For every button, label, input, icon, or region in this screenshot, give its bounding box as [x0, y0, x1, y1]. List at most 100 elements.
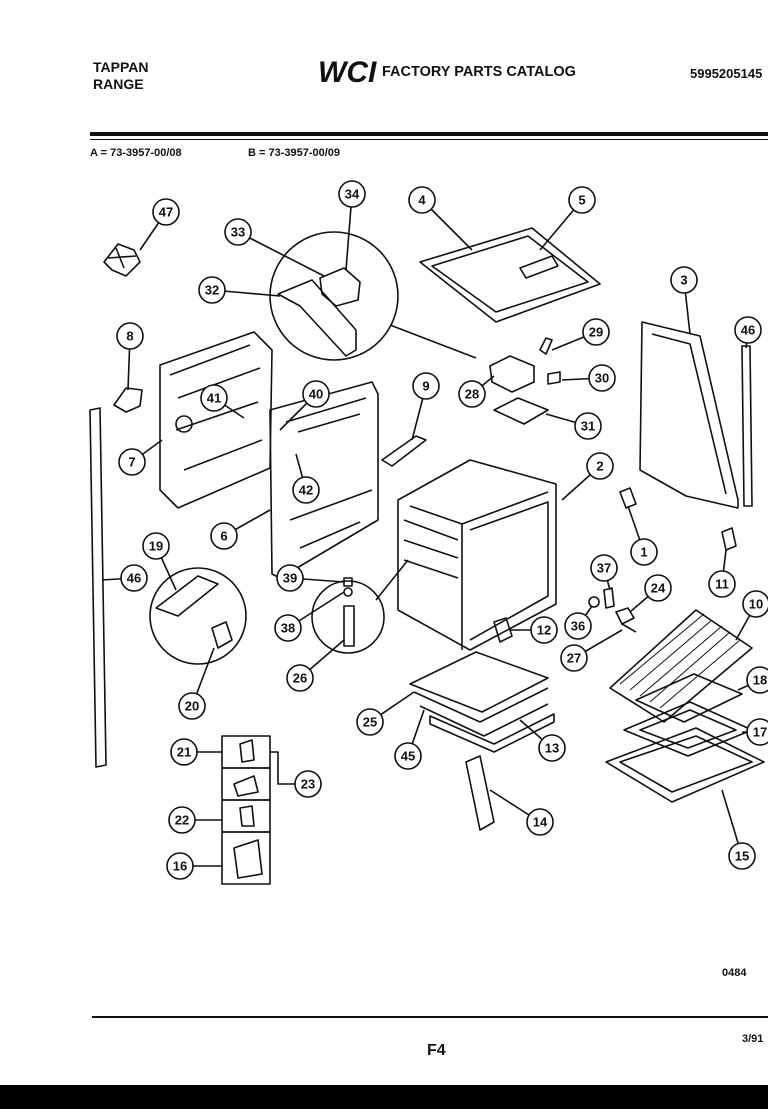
part-pin-29 [539, 337, 553, 355]
callout-bubble-20 [178, 692, 206, 720]
part-bracket-31 [493, 397, 549, 425]
callout-label-16: 16 [173, 859, 187, 874]
brand-line-1: TAPPAN [93, 59, 149, 75]
callout-bubble-4 [408, 186, 436, 214]
callout-bubble-5 [568, 186, 596, 214]
callout-bubble-30 [588, 364, 616, 392]
catalog-number: 5995205145 [690, 66, 763, 81]
part-trim-strip-46-left [89, 407, 107, 768]
callout-bubble-27 [560, 644, 588, 672]
page-number: F4 [427, 1042, 446, 1059]
model-a-label: A = 73-3957-00/08 [90, 147, 182, 159]
callout-label-18: 18 [753, 673, 767, 688]
callout-label-28: 28 [465, 387, 479, 402]
callout-label-15: 15 [735, 849, 749, 864]
part-door-3 [639, 321, 739, 509]
leader-detail-bottom [375, 559, 409, 601]
callout-label-32: 32 [205, 283, 219, 298]
callout-label-7: 7 [128, 455, 135, 470]
callout-bubble-23 [294, 770, 322, 798]
part-clip-30 [547, 371, 561, 385]
callout-bubble-24 [644, 574, 672, 602]
part-oven-body-2 [397, 459, 557, 651]
callout-label-46: 46 [127, 571, 141, 586]
detail-circle-top [269, 231, 399, 361]
callout-label-34: 34 [345, 187, 360, 202]
callout-label-4: 4 [418, 193, 426, 208]
callout-bubble-25 [356, 708, 384, 736]
callout-leader-33 [237, 231, 325, 277]
part-bracket-12 [493, 617, 513, 643]
callout-bubble-41 [200, 384, 228, 412]
callout-bubble-34 [338, 180, 366, 208]
wci-logo: WCI [318, 56, 377, 89]
scan-border-bottom [0, 1085, 768, 1109]
callout-label-38: 38 [281, 621, 295, 636]
callout-bubble-42 [292, 476, 320, 504]
part-rail-45 [419, 703, 549, 737]
callout-label-22: 22 [175, 813, 189, 828]
callout-bubble-28 [458, 380, 486, 408]
callout-label-33: 33 [231, 225, 245, 240]
callout-bubble-37 [590, 554, 618, 582]
callout-label-19: 19 [149, 539, 163, 554]
part-back-wall-6 [269, 381, 379, 579]
callout-bubble-15 [728, 842, 756, 870]
callout-bubble-14 [526, 808, 554, 836]
part-washer-36 [588, 596, 600, 608]
callout-bubble-17 [746, 718, 768, 746]
callout-bubble-11 [708, 570, 736, 598]
part-box-group [221, 735, 292, 885]
callout-bubble-13 [538, 734, 566, 762]
callout-label-8: 8 [126, 329, 133, 344]
callout-label-46: 46 [741, 323, 755, 338]
callout-label-26: 26 [293, 671, 307, 686]
revision-date: 3/91 [742, 1033, 764, 1045]
detail-circle-bottom [311, 580, 385, 654]
callout-label-39: 39 [283, 571, 297, 586]
callout-label-20: 20 [185, 699, 199, 714]
callout-label-31: 31 [581, 419, 595, 434]
parts-diagram-page: TAPPAN RANGE FACTORY PARTS CATALOG 59952… [0, 0, 768, 1085]
catalog-title: FACTORY PARTS CATALOG [382, 64, 576, 80]
part-valve-bracket-19 [155, 575, 219, 617]
part-wire-27 [621, 623, 637, 633]
brand-label: TAPPAN RANGE [93, 59, 148, 93]
part-nut-38 [343, 587, 353, 597]
callout-bubble-29 [582, 318, 610, 346]
footer-rule [92, 1016, 768, 1018]
callout-bubble-47 [152, 198, 180, 226]
callout-label-25: 25 [363, 715, 377, 730]
part-ignitor-26 [343, 605, 355, 647]
callout-bubble-9 [412, 372, 440, 400]
wci-logo-mark: WCI [318, 56, 377, 89]
part-bracket-47 [103, 243, 141, 277]
part-clip-39 [343, 577, 353, 587]
callout-bubble-6 [210, 522, 238, 550]
part-drawer-25 [409, 651, 549, 723]
callout-bubble-33 [224, 218, 252, 246]
callout-bubble-16 [166, 852, 194, 880]
part-channel-9 [381, 435, 427, 467]
callout-bubble-21 [170, 738, 198, 766]
part-knob-1 [619, 487, 637, 509]
part-drawer-front-13 [429, 713, 555, 753]
callout-label-6: 6 [220, 529, 227, 544]
header-rule-thick [90, 132, 768, 136]
part-valve-28 [489, 355, 535, 393]
callout-bubble-3 [670, 266, 698, 294]
callout-bubble-32 [198, 276, 226, 304]
exploded-view-diagram: WCI [89, 56, 768, 885]
callout-bubble-8 [116, 322, 144, 350]
callout-label-23: 23 [301, 777, 315, 792]
callout-label-30: 30 [595, 371, 609, 386]
callout-bubble-45 [394, 742, 422, 770]
part-drip-tray-15 [605, 727, 765, 803]
part-bracket-32 [277, 279, 357, 357]
callout-label-3: 3 [680, 273, 687, 288]
callout-label-14: 14 [533, 815, 548, 830]
callout-bubble-19 [142, 532, 170, 560]
callout-label-42: 42 [299, 483, 313, 498]
callout-bubble-36 [564, 612, 592, 640]
callout-label-1: 1 [640, 545, 647, 560]
